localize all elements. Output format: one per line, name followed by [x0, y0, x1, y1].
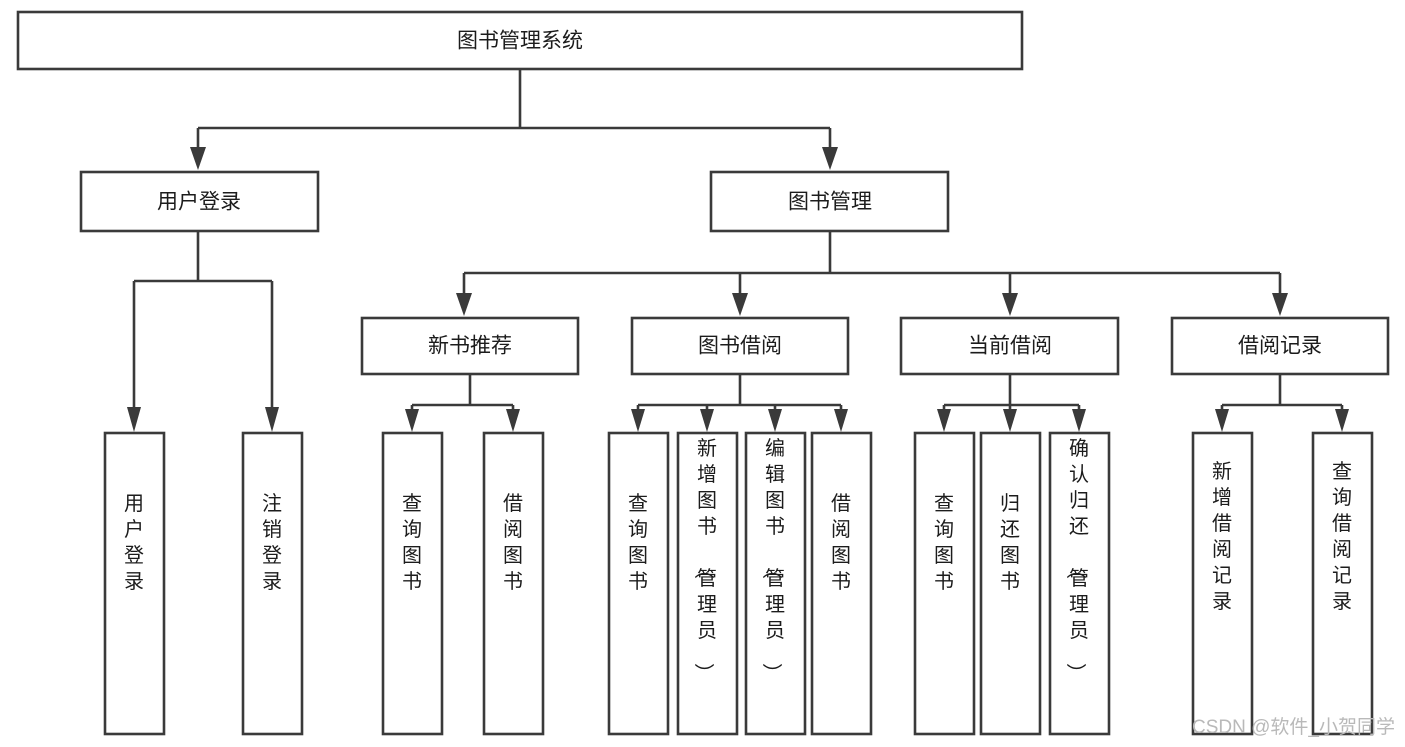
- node-leaf-user-login-label: 用户登录: [124, 493, 144, 593]
- node-leaf-query-book-3[interactable]: 查询图书: [913, 431, 976, 736]
- node-leaf-user-login[interactable]: 用户登录: [103, 431, 166, 736]
- connector-group-borrow-record: [1215, 375, 1349, 432]
- arrowhead-borrow-record: [1272, 293, 1288, 316]
- connector-group-book-management: [456, 232, 1288, 316]
- node-leaf-logout-login-label: 注销登录: [262, 492, 282, 593]
- node-leaf-query-book-2-box[interactable]: [607, 431, 670, 736]
- node-leaf-query-book-3-box[interactable]: [913, 431, 976, 736]
- node-leaf-borrow-book-1-box[interactable]: [482, 431, 545, 736]
- node-leaf-user-login-box[interactable]: [103, 431, 166, 736]
- arrowhead-leaf-return-book: [1003, 409, 1017, 432]
- node-leaf-edit-book[interactable]: 编辑图书（管理员）: [744, 431, 807, 736]
- node-borrow-record[interactable]: 借阅记录: [1170, 316, 1390, 376]
- node-leaf-borrow-book-1-label: 借阅图书: [503, 492, 523, 593]
- node-leaf-logout-login[interactable]: 注销登录: [241, 431, 304, 736]
- arrowhead-leaf-borrow-book-2: [834, 409, 848, 432]
- node-leaf-confirm-return-label: 确认归还（管理员）: [1064, 437, 1089, 683]
- arrowhead-book-management: [822, 147, 838, 170]
- node-user-login[interactable]: 用户登录: [79, 170, 320, 233]
- node-leaf-query-record[interactable]: 查询借阅记录: [1311, 431, 1374, 736]
- node-root-label: 图书管理系统: [457, 30, 583, 53]
- node-leaf-add-record-label: 新增借阅记录: [1212, 460, 1232, 613]
- connector-group-current-borrow: [937, 375, 1086, 432]
- node-user-login-box[interactable]: [79, 170, 320, 233]
- arrowhead-current-borrow: [1002, 293, 1018, 316]
- node-book-management-label: 图书管理: [788, 191, 872, 214]
- node-current-borrow[interactable]: 当前借阅: [899, 316, 1120, 376]
- node-leaf-confirm-return[interactable]: 确认归还（管理员）: [1048, 431, 1111, 736]
- connector-group-user-login: [127, 232, 279, 432]
- node-leaf-query-book-2[interactable]: 查询图书: [607, 431, 670, 736]
- node-borrow-record-label: 借阅记录: [1238, 335, 1322, 358]
- arrowhead-leaf-query-book-2: [631, 409, 645, 432]
- connector-group-new-book-recommend: [405, 375, 520, 432]
- arrowhead-leaf-query-record: [1335, 409, 1349, 432]
- node-leaf-query-book-1[interactable]: 查询图书: [381, 431, 444, 736]
- node-book-borrow[interactable]: 图书借阅: [630, 316, 850, 376]
- node-book-borrow-label: 图书借阅: [698, 335, 782, 358]
- node-book-borrow-box[interactable]: [630, 316, 850, 376]
- arrowhead-leaf-query-book-3: [937, 409, 951, 432]
- arrowhead-new-book-recommend: [456, 293, 472, 316]
- node-leaf-add-record-box[interactable]: [1191, 431, 1254, 736]
- arrowhead-leaf-user-login: [127, 407, 141, 432]
- node-leaf-add-record[interactable]: 新增借阅记录: [1191, 431, 1254, 736]
- node-leaf-query-record-box[interactable]: [1311, 431, 1374, 736]
- node-leaf-add-book-label: 新增图书（管理员）: [692, 437, 717, 683]
- node-leaf-return-book[interactable]: 归还图书: [979, 431, 1042, 736]
- node-book-management-box[interactable]: [709, 170, 950, 233]
- node-leaf-logout-login-box[interactable]: [241, 431, 304, 736]
- node-leaf-query-book-1-box[interactable]: [381, 431, 444, 736]
- node-root-box[interactable]: [16, 10, 1024, 71]
- connector-group-book-borrow: [631, 375, 848, 432]
- node-book-management[interactable]: 图书管理: [709, 170, 950, 233]
- node-root[interactable]: 图书管理系统: [16, 10, 1024, 71]
- node-leaf-query-record-label: 查询借阅记录: [1332, 460, 1352, 613]
- node-leaf-edit-book-label: 编辑图书（管理员）: [760, 437, 785, 683]
- node-leaf-confirm-return-box[interactable]: [1048, 431, 1111, 736]
- arrowhead-leaf-add-record: [1215, 409, 1229, 432]
- node-leaf-query-book-1-label: 查询图书: [402, 492, 422, 593]
- arrowhead-leaf-add-book: [700, 409, 714, 432]
- node-current-borrow-label: 当前借阅: [968, 335, 1052, 358]
- node-new-book-recommend-box[interactable]: [360, 316, 580, 376]
- node-new-book-recommend-label: 新书推荐: [428, 335, 512, 358]
- arrowhead-leaf-query-book-1: [405, 409, 419, 432]
- arrowhead-leaf-borrow-book-1: [506, 409, 520, 432]
- arrowhead-book-borrow: [732, 293, 748, 316]
- node-leaf-add-book-box[interactable]: [676, 431, 739, 736]
- node-leaf-edit-book-box[interactable]: [744, 431, 807, 736]
- node-leaf-return-book-label: 归还图书: [1000, 492, 1020, 593]
- node-leaf-borrow-book-2-label: 借阅图书: [831, 492, 851, 593]
- node-leaf-query-book-3-label: 查询图书: [934, 492, 954, 593]
- node-current-borrow-box[interactable]: [899, 316, 1120, 376]
- node-leaf-borrow-book-2[interactable]: 借阅图书: [810, 431, 873, 736]
- node-borrow-record-box[interactable]: [1170, 316, 1390, 376]
- arrowhead-leaf-confirm-return: [1072, 409, 1086, 432]
- arrowhead-leaf-edit-book: [768, 409, 782, 432]
- node-user-login-label: 用户登录: [157, 191, 241, 214]
- node-leaf-query-book-2-label: 查询图书: [628, 492, 648, 593]
- arrowhead-user-login: [190, 147, 206, 170]
- node-leaf-borrow-book-1[interactable]: 借阅图书: [482, 431, 545, 736]
- node-new-book-recommend[interactable]: 新书推荐: [360, 316, 580, 376]
- node-leaf-borrow-book-2-box[interactable]: [810, 431, 873, 736]
- arrowhead-leaf-logout-login: [265, 407, 279, 432]
- node-leaf-add-book[interactable]: 新增图书（管理员）: [676, 431, 739, 736]
- node-leaf-return-book-box[interactable]: [979, 431, 1042, 736]
- watermark-label: CSDN @软件_小贺同学: [1192, 716, 1395, 738]
- connector-group-root: [190, 69, 838, 170]
